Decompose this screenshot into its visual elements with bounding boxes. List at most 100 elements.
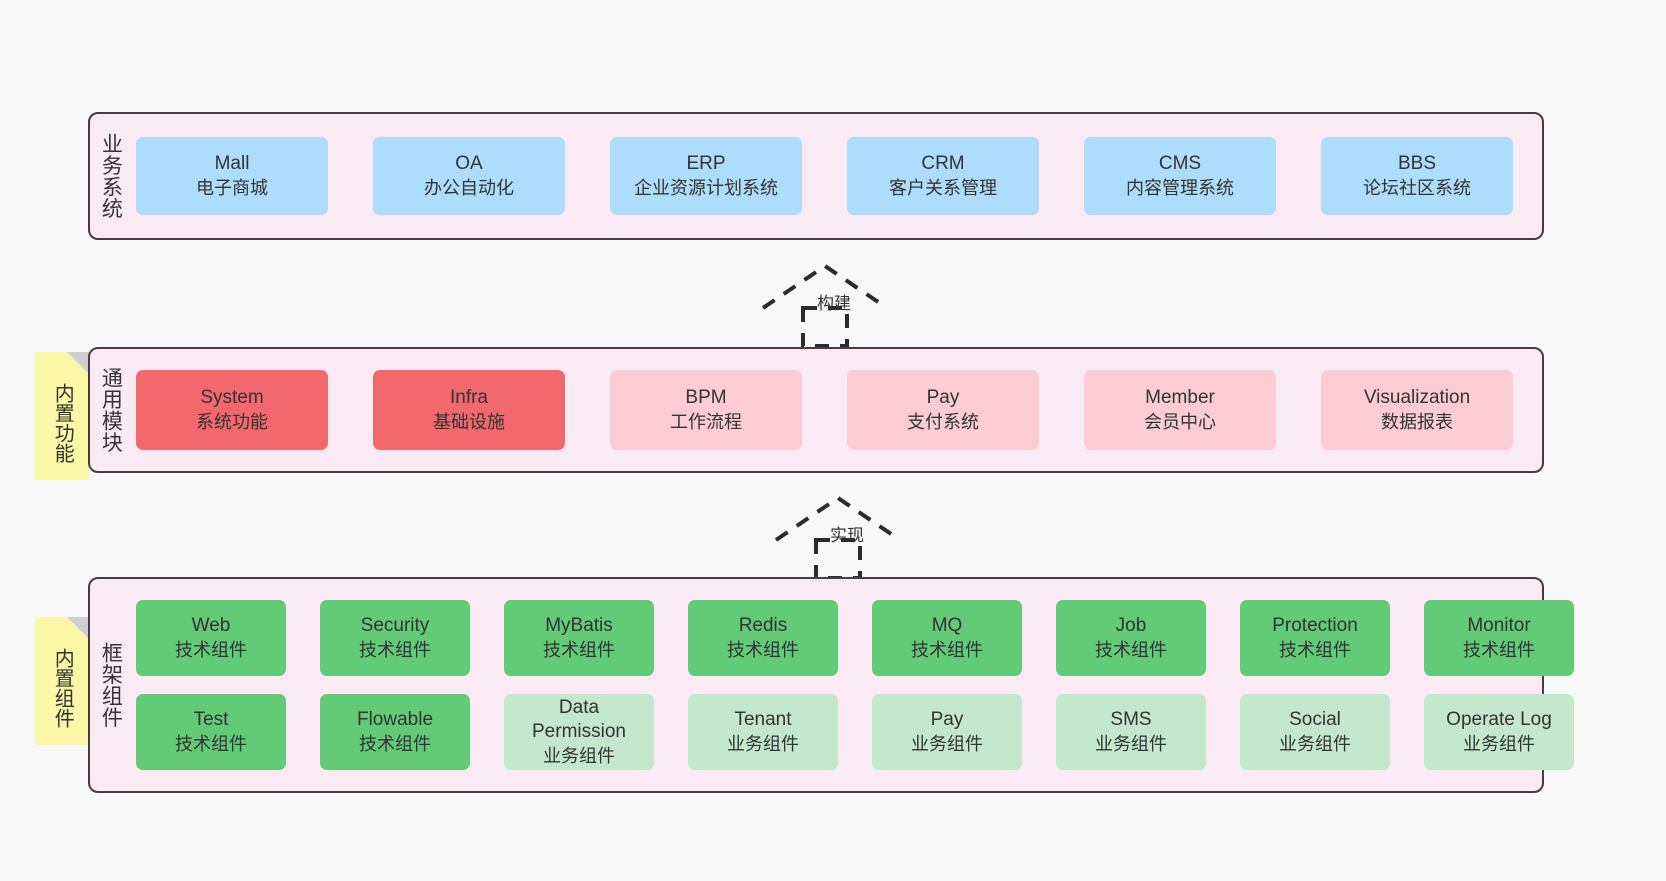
layer-title-framework-components: 框架组件 — [99, 642, 123, 728]
node-pay-module[interactable]: Pay 支付系统 — [847, 370, 1039, 450]
node-title: Social — [1289, 708, 1341, 730]
node-subtitle: 技术组件 — [175, 733, 247, 754]
node-subtitle: 企业资源计划系统 — [634, 177, 778, 198]
node-subtitle: 业务组件 — [727, 733, 799, 754]
node-row: System 系统功能 Infra 基础设施 BPM 工作流程 Pay 支付系统… — [136, 370, 1526, 450]
node-monitor[interactable]: Monitor 技术组件 — [1424, 600, 1574, 676]
node-subtitle: 业务组件 — [1095, 733, 1167, 754]
node-mybatis[interactable]: MyBatis 技术组件 — [504, 600, 654, 676]
node-erp[interactable]: ERP 企业资源计划系统 — [610, 137, 802, 215]
connector-shaft-icon — [801, 306, 849, 348]
node-title: Protection — [1272, 614, 1358, 636]
node-subtitle: 电子商城 — [196, 177, 268, 198]
node-bbs[interactable]: BBS 论坛社区系统 — [1321, 137, 1513, 215]
node-subtitle: 业务组件 — [1279, 733, 1351, 754]
node-title: System — [200, 386, 264, 408]
node-title: Web — [191, 614, 231, 636]
node-job[interactable]: Job 技术组件 — [1056, 600, 1206, 676]
node-title: Security — [360, 614, 430, 636]
node-bpm[interactable]: BPM 工作流程 — [610, 370, 802, 450]
node-title: Operate Log — [1446, 708, 1552, 730]
node-title: Flowable — [356, 708, 434, 730]
node-tenant[interactable]: Tenant 业务组件 — [688, 694, 838, 770]
node-subtitle: 数据报表 — [1381, 411, 1453, 432]
node-title: MyBatis — [545, 614, 613, 636]
node-title: SMS — [1110, 708, 1152, 730]
layer-body-framework-components: Web 技术组件 Security 技术组件 MyBatis 技术组件 Redi… — [130, 579, 1590, 791]
sticky-note-label: 内置功能 — [51, 383, 74, 463]
node-redis[interactable]: Redis 技术组件 — [688, 600, 838, 676]
node-subtitle: 基础设施 — [433, 411, 505, 432]
layer-title-common-modules: 通用模块 — [99, 367, 123, 453]
node-title: Infra — [449, 386, 489, 408]
node-mq[interactable]: MQ 技术组件 — [872, 600, 1022, 676]
node-row: Test 技术组件 Flowable 技术组件 Data Permission … — [136, 694, 1574, 770]
node-title: BPM — [685, 386, 727, 408]
node-system[interactable]: System 系统功能 — [136, 370, 328, 450]
node-subtitle: 会员中心 — [1144, 411, 1216, 432]
sticky-note-builtin-features: 内置功能 — [35, 352, 89, 480]
node-title: Pay — [926, 386, 960, 408]
node-title: Visualization — [1363, 386, 1471, 408]
node-subtitle: 业务组件 — [543, 746, 615, 766]
layer-common-modules: 通用模块 System 系统功能 Infra 基础设施 BPM 工作流程 Pay… — [88, 347, 1544, 473]
node-subtitle: 技术组件 — [1279, 639, 1351, 660]
node-title: Pay — [930, 708, 964, 730]
node-subtitle: 工作流程 — [670, 411, 742, 432]
node-subtitle: 客户关系管理 — [889, 177, 997, 198]
node-mall[interactable]: Mall 电子商城 — [136, 137, 328, 215]
node-oa[interactable]: OA 办公自动化 — [373, 137, 565, 215]
node-title: Test — [193, 708, 229, 730]
node-test[interactable]: Test 技术组件 — [136, 694, 286, 770]
node-subtitle: 技术组件 — [359, 639, 431, 660]
node-subtitle: 技术组件 — [1095, 639, 1167, 660]
node-subtitle: 技术组件 — [727, 639, 799, 660]
sticky-note-builtin-components: 内置组件 — [35, 617, 89, 745]
node-title: Mall — [214, 152, 250, 174]
node-subtitle: 业务组件 — [1463, 733, 1535, 754]
node-row: Web 技术组件 Security 技术组件 MyBatis 技术组件 Redi… — [136, 600, 1574, 676]
node-subtitle: 业务组件 — [911, 733, 983, 754]
node-subtitle: 技术组件 — [911, 639, 983, 660]
connector-build: 构建 — [755, 258, 945, 358]
node-social[interactable]: Social 业务组件 — [1240, 694, 1390, 770]
layer-body-common-modules: System 系统功能 Infra 基础设施 BPM 工作流程 Pay 支付系统… — [130, 349, 1542, 471]
connector-label-implement: 实现 — [830, 526, 864, 545]
node-cms[interactable]: CMS 内容管理系统 — [1084, 137, 1276, 215]
node-web[interactable]: Web 技术组件 — [136, 600, 286, 676]
node-title: Data Permission — [532, 696, 626, 743]
node-subtitle: 技术组件 — [543, 639, 615, 660]
node-security[interactable]: Security 技术组件 — [320, 600, 470, 676]
node-pay-component[interactable]: Pay 业务组件 — [872, 694, 1022, 770]
node-title: Job — [1115, 614, 1147, 636]
node-data-permission[interactable]: Data Permission 业务组件 — [504, 694, 654, 770]
node-subtitle: 办公自动化 — [424, 177, 514, 198]
node-title: BBS — [1397, 152, 1437, 174]
node-row: Mall 电子商城 OA 办公自动化 ERP 企业资源计划系统 CRM 客户关系… — [136, 137, 1526, 215]
node-title: Tenant — [734, 708, 792, 730]
connector-implement: 实现 — [768, 490, 958, 590]
layer-framework-components: 框架组件 Web 技术组件 Security 技术组件 MyBatis 技术组件… — [88, 577, 1574, 793]
node-operate-log[interactable]: Operate Log 业务组件 — [1424, 694, 1574, 770]
node-flowable[interactable]: Flowable 技术组件 — [320, 694, 470, 770]
node-crm[interactable]: CRM 客户关系管理 — [847, 137, 1039, 215]
node-protection[interactable]: Protection 技术组件 — [1240, 600, 1390, 676]
node-sms[interactable]: SMS 业务组件 — [1056, 694, 1206, 770]
node-title: MQ — [931, 614, 963, 636]
node-subtitle: 支付系统 — [907, 411, 979, 432]
node-title: ERP — [686, 152, 726, 174]
sticky-note-label: 内置组件 — [51, 648, 74, 728]
node-subtitle: 技术组件 — [359, 733, 431, 754]
node-subtitle: 技术组件 — [175, 639, 247, 660]
node-visualization[interactable]: Visualization 数据报表 — [1321, 370, 1513, 450]
node-title: Monitor — [1467, 614, 1531, 636]
node-subtitle: 系统功能 — [196, 411, 268, 432]
node-member[interactable]: Member 会员中心 — [1084, 370, 1276, 450]
node-infra[interactable]: Infra 基础设施 — [373, 370, 565, 450]
layer-business-systems: 业务系统 Mall 电子商城 OA 办公自动化 ERP 企业资源计划系统 CRM… — [88, 112, 1544, 240]
node-title: OA — [455, 152, 483, 174]
connector-label-build: 构建 — [817, 294, 851, 313]
node-subtitle: 内容管理系统 — [1126, 177, 1234, 198]
node-title: Member — [1145, 386, 1215, 408]
